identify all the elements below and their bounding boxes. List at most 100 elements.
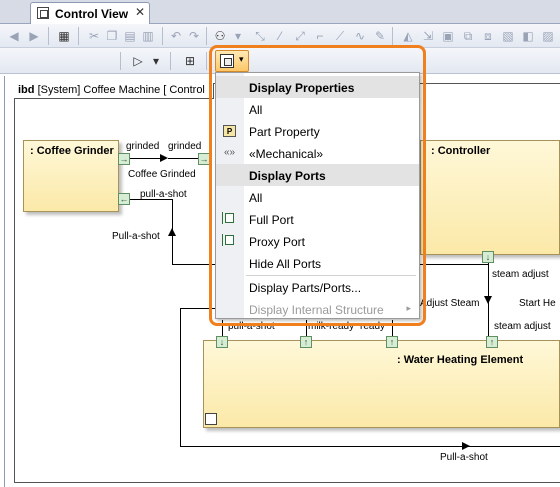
water-heating-element-block[interactable]: : Water Heating Element xyxy=(203,340,560,428)
menu-header-display-ports: Display Ports xyxy=(216,164,419,186)
connector xyxy=(130,199,172,200)
copy-icon[interactable]: ❐ xyxy=(106,29,118,43)
full-port-icon xyxy=(222,212,234,224)
connector-label: ready xyxy=(360,321,386,332)
connector-label: grinded xyxy=(126,141,160,152)
ready-port[interactable]: ↑ xyxy=(386,336,398,348)
connector xyxy=(222,320,223,336)
rect-path-icon[interactable]: ⌐ xyxy=(316,29,324,43)
main-toolbar: ◀ ▶ ▦ ✂ ❐ ▤ ▥ ↶ ↷ ⚇ ▾ ⤡ ⁄ ⤢ ⌐ ⟋ ∿ ✎ ◭ ⇲ … xyxy=(0,24,560,48)
stereotype-icon: «» xyxy=(223,147,236,158)
arrow-head xyxy=(160,154,168,162)
proxy-port-icon xyxy=(222,234,234,246)
arrow-head xyxy=(484,296,492,304)
highlight-outline xyxy=(209,45,426,326)
redo-icon[interactable]: ↷ xyxy=(188,29,200,43)
paste-icon[interactable]: ▤ xyxy=(124,29,136,43)
select-icon[interactable]: ▷ xyxy=(133,54,143,68)
arrow-head xyxy=(168,228,176,236)
more-icon[interactable]: ▨ xyxy=(542,29,554,43)
coffee-grinder-block[interactable]: : Coffee Grinder xyxy=(23,140,119,212)
delete-icon[interactable]: ▥ xyxy=(142,29,154,43)
path-icon[interactable]: ⤢ xyxy=(295,28,305,43)
tab-strip: Control View ✕ xyxy=(0,0,560,24)
connector-label: Adjust Steam xyxy=(420,298,480,309)
line-icon[interactable]: ⁄ xyxy=(278,29,281,43)
connector-label: grinded xyxy=(168,141,202,152)
bring-front-icon[interactable]: ⧉ xyxy=(463,28,473,43)
pull-a-shot-port[interactable]: ↓ xyxy=(216,336,228,348)
tab-title: Control View xyxy=(55,7,129,21)
connector xyxy=(180,308,181,446)
edit-icon[interactable]: ✎ xyxy=(374,29,386,43)
menu-item-proxy-port[interactable]: Proxy Port xyxy=(216,230,419,252)
menu-item-part-property[interactable]: P Part Property xyxy=(216,120,419,142)
display-menu: Display Properties All P Part Property «… xyxy=(215,72,420,319)
chevron-down-icon: ▾ xyxy=(239,54,244,64)
menu-item-mechanical[interactable]: «» «Mechanical» xyxy=(223,147,324,161)
menu-item-display-internal-structure: Display Internal Structure ▸ xyxy=(249,303,411,317)
diagram-toolbar: ▷ ▾ ⊞ xyxy=(0,48,560,74)
send-back-icon[interactable]: ⧈ xyxy=(484,28,492,43)
parts-icon[interactable]: ⊞ xyxy=(184,54,196,68)
connector-label: steam adjust xyxy=(492,269,549,280)
zoom-icon[interactable]: ▧ xyxy=(502,29,514,43)
containment-tree-icon[interactable]: ▦ xyxy=(58,29,70,43)
connector-label: steam adjust xyxy=(494,321,551,332)
connector xyxy=(172,264,215,265)
controller-block[interactable]: : Controller xyxy=(420,140,560,255)
connector-label: Pull-a-shot xyxy=(440,452,488,463)
pull-a-shot-in-port[interactable]: ← xyxy=(118,193,130,205)
back-icon[interactable]: ◀ xyxy=(9,29,19,43)
connector-label: Coffee Grinded xyxy=(128,169,196,180)
menu-header-display-properties: Display Properties xyxy=(216,76,419,98)
arrange-icon[interactable]: ⇲ xyxy=(422,29,434,43)
cut-icon[interactable]: ✂ xyxy=(88,29,100,43)
forward-icon[interactable]: ▶ xyxy=(29,29,39,43)
bezier-icon[interactable]: ∿ xyxy=(354,29,366,43)
milk-ready-port[interactable]: ↑ xyxy=(300,336,312,348)
chevron-right-icon: ▸ xyxy=(406,303,411,313)
undo-icon[interactable]: ↶ xyxy=(170,29,182,43)
display-dropdown-button[interactable]: ▾ xyxy=(215,50,249,72)
layout-icon[interactable]: ⚇ xyxy=(214,29,226,43)
structure-icon xyxy=(205,413,217,425)
connector xyxy=(392,320,393,336)
diagram-frame-label: ibd [System] Coffee Machine [ Control xyxy=(14,83,214,99)
route-icon[interactable]: ▾ xyxy=(234,29,242,43)
menu-item-hide-all-ports[interactable]: Hide All Ports xyxy=(249,257,322,271)
diagram-icon xyxy=(37,7,49,19)
display-icon xyxy=(220,54,234,68)
arrow-head xyxy=(462,442,470,450)
align-icon[interactable]: ⤡ xyxy=(255,28,265,43)
part-property-icon: P xyxy=(223,125,236,137)
connector xyxy=(180,308,215,309)
block-title: : Controller xyxy=(431,145,491,157)
shape-icon[interactable]: ◧ xyxy=(522,29,534,43)
close-icon[interactable]: ✕ xyxy=(135,5,146,19)
connector xyxy=(306,320,307,336)
connector-label: milk-ready xyxy=(308,321,355,332)
connector xyxy=(180,446,560,447)
connector xyxy=(130,158,162,159)
steam-adjust-in-port[interactable]: ↑ xyxy=(486,336,498,348)
group-icon[interactable]: ▣ xyxy=(442,29,454,43)
menu-item-display-parts-ports[interactable]: Display Parts/Ports... xyxy=(249,281,362,295)
fill-icon[interactable]: ◭ xyxy=(403,29,413,43)
menu-separator xyxy=(246,275,416,276)
oblique-icon[interactable]: ⟋ xyxy=(335,28,345,43)
steam-adjust-port[interactable]: ↓ xyxy=(482,251,494,263)
menu-item-all-ports[interactable]: All xyxy=(249,191,263,205)
grinded-out-port[interactable]: → xyxy=(118,153,130,165)
block-title: : Coffee Grinder xyxy=(30,145,114,157)
connector-label: pull-a-shot xyxy=(140,189,187,200)
menu-item-all-properties[interactable]: All xyxy=(249,103,263,117)
select-dropdown-icon[interactable]: ▾ xyxy=(152,54,160,68)
connector xyxy=(168,158,198,159)
connector-label: Pull-a-shot xyxy=(112,231,160,242)
connector-label: Start He xyxy=(519,298,556,309)
connector xyxy=(420,264,488,265)
menu-item-full-port[interactable]: Full Port xyxy=(216,208,419,230)
connector-label: pull-a-shot xyxy=(228,321,275,332)
tab-control-view[interactable]: Control View ✕ xyxy=(30,2,150,24)
